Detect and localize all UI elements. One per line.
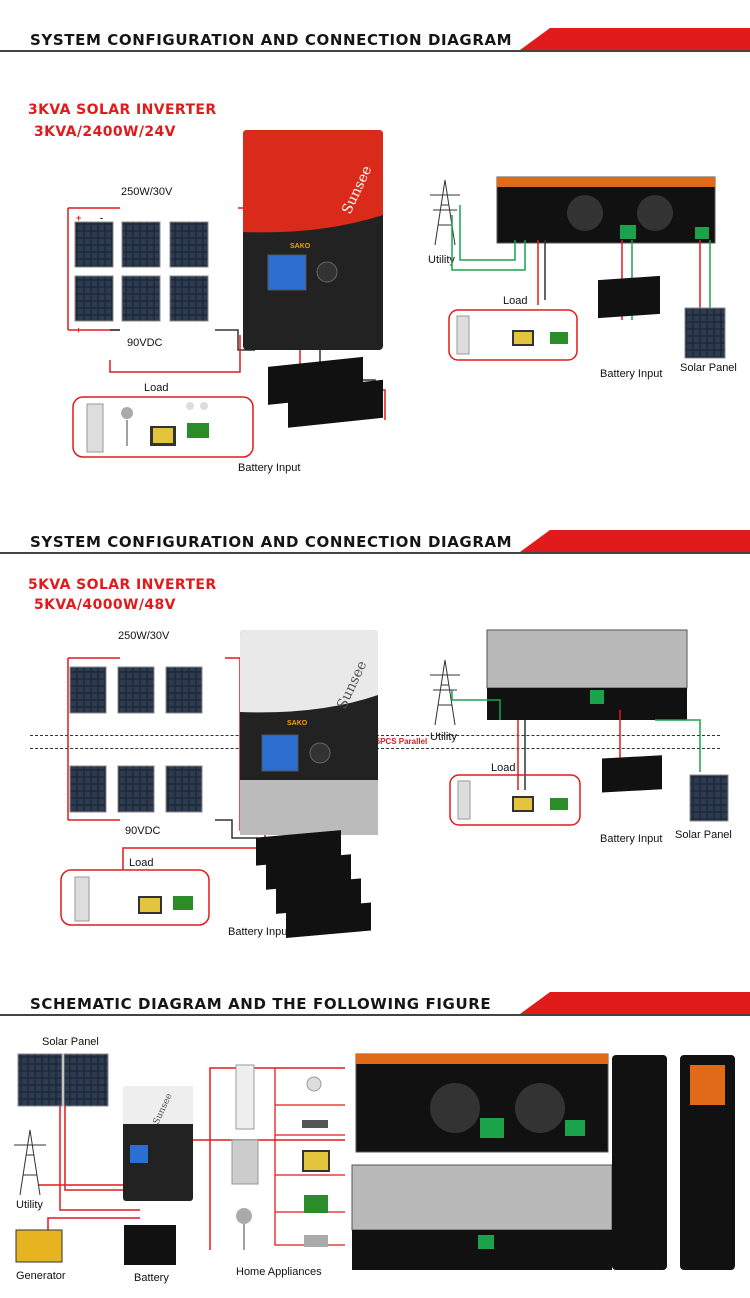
section2-batteries (256, 830, 371, 938)
section1-rear-panel (496, 176, 716, 244)
section1-load-label: Load (144, 382, 169, 394)
svg-text:+: + (76, 325, 81, 335)
section3-appliances-label: Home Appliances (236, 1266, 322, 1278)
section2-panel-rating: 250W/30V (118, 630, 170, 642)
section2-rear-load-box (449, 774, 581, 826)
section2-rear-battery (602, 755, 662, 793)
section2-rear-solar-label: Solar Panel (675, 829, 732, 841)
section1-rear-load-label: Load (503, 295, 528, 307)
section2-dc-voltage: 90VDC (125, 825, 161, 837)
section1-utility-tower (430, 179, 460, 246)
section3-air-conditioner (235, 1064, 255, 1130)
section3-utility-tower (14, 1129, 46, 1196)
section1-model: 3KVA SOLAR INVERTER (28, 102, 217, 118)
section1-rear-load-box (448, 309, 578, 361)
section3-rear-panel-5kva (351, 1164, 613, 1270)
section2-battery-label: Battery Input (228, 926, 291, 938)
section1-batteries (268, 356, 383, 428)
section1-header: SYSTEM CONFIGURATION AND CONNECTION DIAG… (0, 28, 750, 58)
header-accent-bar (520, 530, 750, 552)
svg-text:SAKO: SAKO (290, 243, 311, 250)
section3-fridge (231, 1139, 259, 1185)
section2-inverter: SAKO Sunsee (240, 630, 378, 835)
section3-header: SCHEMATIC DIAGRAM AND THE FOLLOWING FIGU… (0, 992, 750, 1022)
section3-battery (124, 1225, 176, 1265)
section1-diagram: SAKO Sunsee + - + (67, 130, 726, 458)
section3-solar-panel-left (17, 1053, 63, 1107)
section1-title: SYSTEM CONFIGURATION AND CONNECTION DIAG… (30, 31, 513, 49)
section1-utility-label: Utility (428, 254, 455, 266)
section1-rear-solar-panel (684, 307, 726, 359)
section1-dc-voltage: 90VDC (127, 337, 163, 349)
section1-rear-solar-label: Solar Panel (680, 362, 737, 374)
section3-battery-label: Battery (134, 1272, 169, 1284)
section2-utility-tower (430, 659, 460, 726)
section1-rear-battery-label: Battery Input (600, 368, 663, 380)
section3-generator (15, 1229, 63, 1263)
section1-inverter: SAKO Sunsee (243, 130, 383, 350)
section3-side-view-left (612, 1055, 667, 1270)
header-rule (0, 552, 750, 554)
section3-side-view-right (680, 1055, 735, 1270)
section2-load-label: Load (129, 857, 154, 869)
section3-title: SCHEMATIC DIAGRAM AND THE FOLLOWING FIGU… (30, 995, 492, 1013)
section2-diagram: SAKO Sunsee (60, 629, 729, 938)
section1-rear-battery (598, 275, 660, 319)
section2-spec: 5KVA/4000W/48V (34, 597, 176, 613)
section2-header: SYSTEM CONFIGURATION AND CONNECTION DIAG… (0, 530, 750, 560)
section2-solar-array (69, 666, 203, 813)
header-rule (0, 50, 750, 52)
section2-rear-solar-panel (689, 774, 729, 822)
section2-load-box (60, 869, 210, 926)
section2-rear-panel (486, 629, 688, 720)
header-rule (0, 1014, 750, 1016)
section3-solar-panel-right (63, 1053, 109, 1107)
section3-rear-panel-3kva (355, 1053, 609, 1153)
section2-rear-battery-label: Battery Input (600, 833, 663, 845)
section3-inverter: Sunsee (123, 1086, 193, 1201)
section1-spec: 3KVA/2400W/24V (34, 124, 176, 140)
svg-text:SAKO: SAKO (287, 720, 308, 727)
section3-fan (236, 1208, 252, 1224)
section1-load-box (72, 396, 254, 458)
section1-solar-array (74, 221, 209, 322)
section2-title: SYSTEM CONFIGURATION AND CONNECTION DIAG… (30, 533, 513, 551)
section2-rear-load-label: Load (491, 762, 516, 774)
svg-text:-: - (100, 213, 103, 223)
section1-panel-rating: 250W/30V (121, 186, 173, 198)
section3-generator-label: Generator (16, 1270, 66, 1282)
header-accent-bar (520, 28, 750, 50)
header-accent-bar (520, 992, 750, 1014)
section3-solar-label: Solar Panel (42, 1036, 99, 1048)
section3-utility-label: Utility (16, 1199, 43, 1211)
section2-utility-label: Utility (430, 731, 457, 743)
section2-model: 5KVA SOLAR INVERTER (28, 577, 217, 593)
svg-text:+: + (76, 213, 81, 223)
section1-battery-label: Battery Input (238, 462, 301, 474)
